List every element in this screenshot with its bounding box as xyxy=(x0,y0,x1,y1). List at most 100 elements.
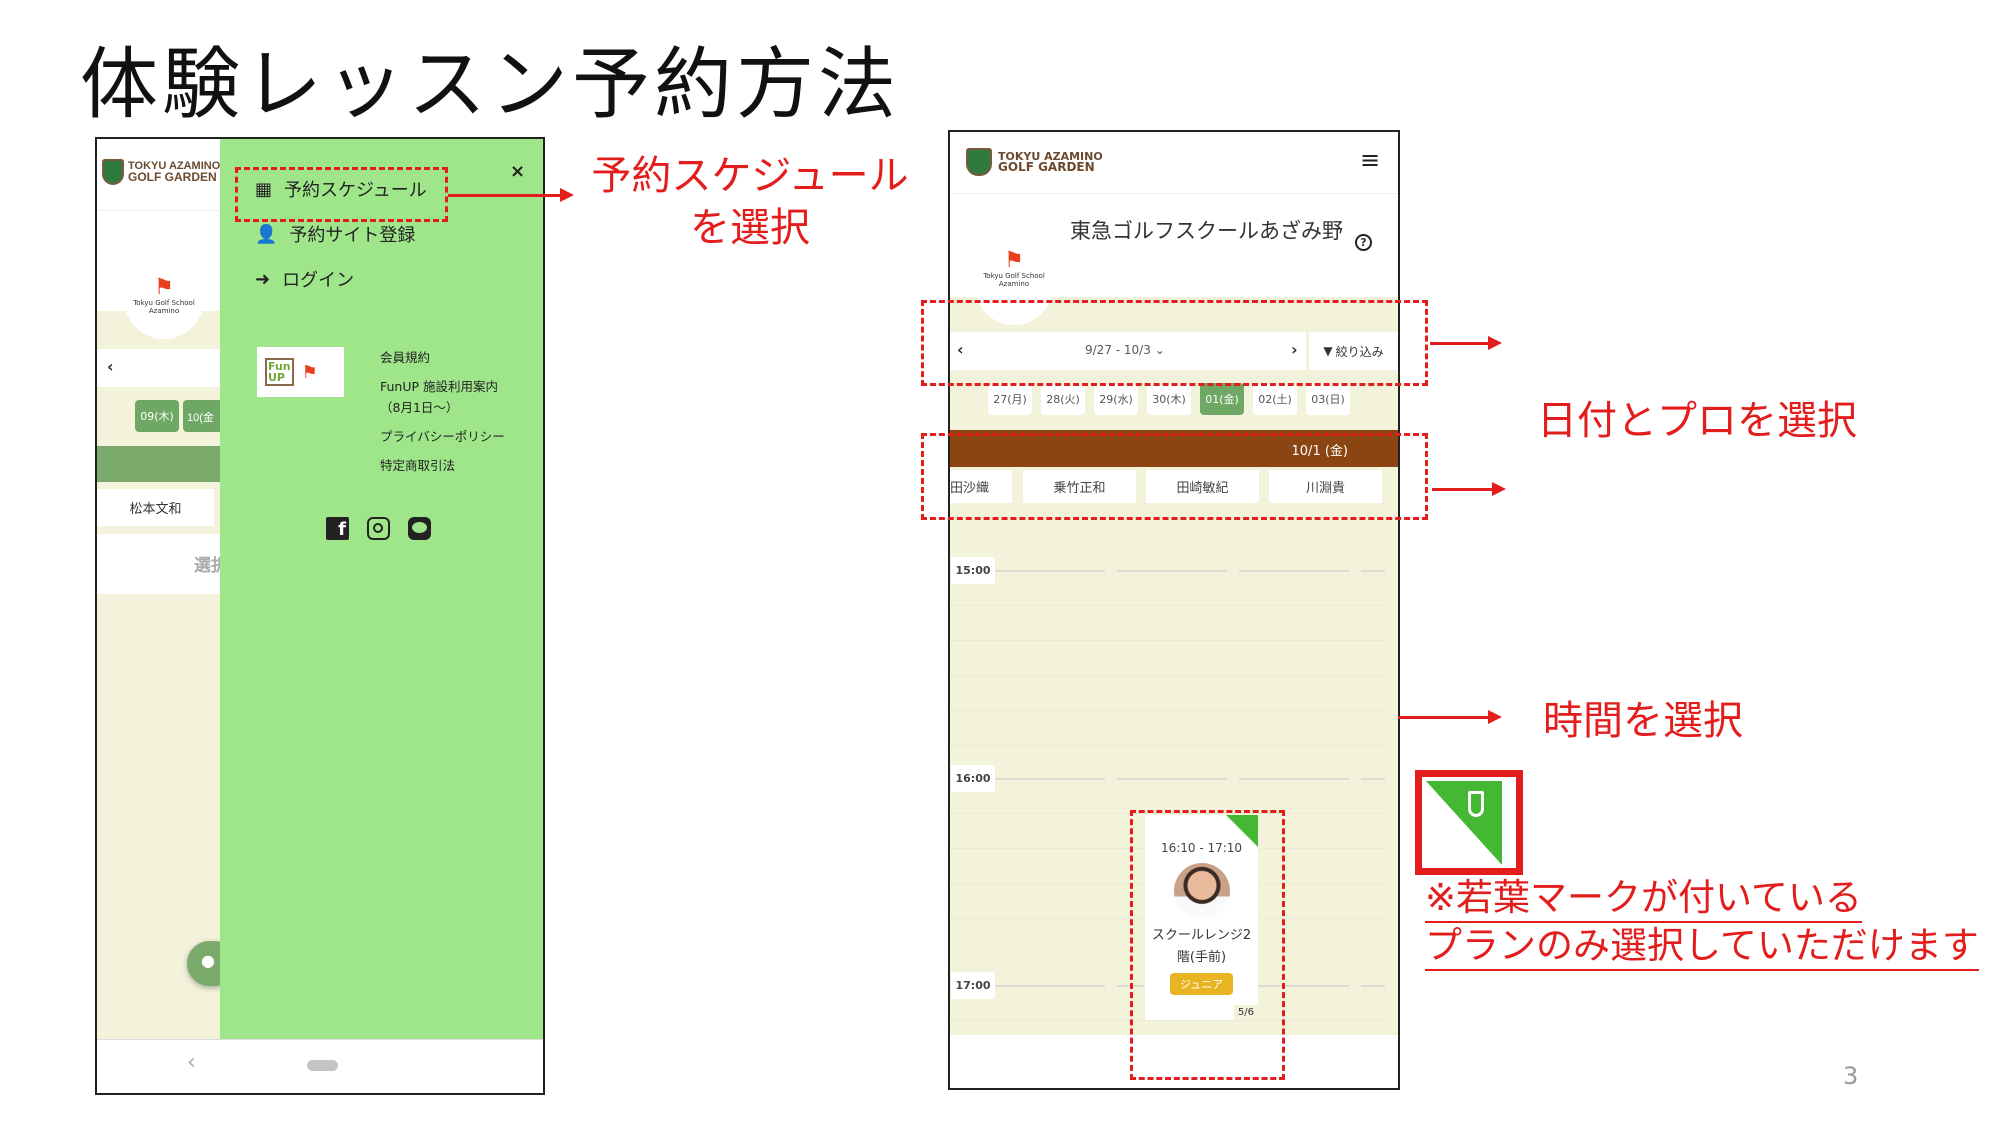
lesson-capacity: 5/6 xyxy=(1233,1005,1258,1020)
time-label: 16:00 xyxy=(951,765,995,792)
home-pill[interactable] xyxy=(307,1060,338,1071)
link-privacy[interactable]: プライバシーポリシー xyxy=(380,429,505,444)
day-chip-selected[interactable]: 01(金) xyxy=(1200,383,1244,415)
hour-line xyxy=(995,778,1385,780)
header xyxy=(950,132,1398,194)
day-chip[interactable]: 03(日) xyxy=(1306,383,1350,415)
day-chip[interactable]: 27(月) xyxy=(988,383,1032,415)
day-chip[interactable]: 09(木) xyxy=(135,400,179,432)
funup-line1: Fun xyxy=(268,360,291,373)
link-commerce-law[interactable]: 特定商取引法 xyxy=(380,458,456,473)
annotation-menu: 予約スケジュール を選択 xyxy=(585,150,915,254)
pro-cell[interactable]: 田崎敏紀 xyxy=(1146,470,1259,503)
prev-week-button[interactable]: ‹ xyxy=(97,349,227,387)
grid-line xyxy=(951,640,1385,641)
calendar-icon: ▦ xyxy=(255,178,273,200)
leaf-shape xyxy=(1468,791,1484,817)
slide-title: 体験レッスン予約方法 xyxy=(80,40,901,130)
hour-line xyxy=(995,570,1385,572)
funup-line2: UP xyxy=(268,371,285,384)
week-navigator xyxy=(950,332,1306,370)
grid-line xyxy=(951,1020,1385,1021)
lesson-place-line2: 階(手前) xyxy=(1176,950,1227,965)
back-button[interactable]: ‹ xyxy=(187,1050,196,1075)
menu-item-login[interactable]: ➜ ログイン xyxy=(255,266,354,292)
flag-icon: ⚑ xyxy=(154,275,174,300)
user-plus-icon: ● xyxy=(201,951,215,970)
link-facility-date[interactable]: （8月1日～） xyxy=(380,400,459,415)
day-chip[interactable]: 10(金 xyxy=(183,400,220,432)
pro-cell[interactable]: 乗竹正和 xyxy=(1023,470,1136,503)
week-range-dropdown[interactable]: 9/27 - 10/3 ⌄ xyxy=(1085,343,1165,357)
menu-item-label: 予約サイト登録 xyxy=(289,225,416,246)
annotation-menu-line2: を選択 xyxy=(690,205,810,251)
date-bar xyxy=(97,446,227,482)
time-label: 17:00 xyxy=(951,972,995,999)
lesson-tag: ジュニア xyxy=(1169,973,1234,995)
next-week-button[interactable]: › xyxy=(1291,340,1298,359)
week-range: 9/27 - 10/3 xyxy=(1085,343,1151,357)
social-links: f xyxy=(326,517,431,540)
school-logo-line2: Azamino xyxy=(998,280,1030,288)
date-header: 10/1 (金) xyxy=(950,430,1398,467)
page-number: 3 xyxy=(1843,1062,1859,1090)
day-chip[interactable]: 29(水) xyxy=(1094,383,1138,415)
lesson-time: 16:10 - 17:10 xyxy=(1160,841,1243,855)
annotation-note-line1: ※若葉マークが付いている xyxy=(1425,875,1862,923)
flag-icon: ⚑ xyxy=(1004,248,1024,273)
arrow-icon xyxy=(1398,710,1502,724)
beginner-leaf-icon xyxy=(1426,781,1502,865)
help-icon[interactable]: ? xyxy=(1355,234,1372,251)
brand-line2: GOLF GARDEN xyxy=(998,160,1095,174)
school-logo: ⚑ Tokyu Golf School Azamino xyxy=(124,249,204,339)
hamburger-menu-icon[interactable]: ≡ xyxy=(1360,146,1381,174)
android-nav-bar: ‹ xyxy=(97,1039,543,1093)
sign-in-icon: ➜ xyxy=(255,268,271,290)
day-chip[interactable]: 30(木) xyxy=(1147,383,1191,415)
link-facility[interactable]: FunUP 施設利用案内 xyxy=(380,379,499,394)
filter-icon: ▼ xyxy=(1323,344,1333,358)
school-logo-line2: Azamino xyxy=(148,307,180,315)
crest-icon xyxy=(966,148,992,176)
highlight-pro-selector xyxy=(921,433,1428,520)
instructor-avatar xyxy=(1173,863,1230,919)
day-chip[interactable]: 02(土) xyxy=(1253,383,1297,415)
school-logo-line1: Tokyu Golf School xyxy=(983,272,1045,280)
user-plus-icon: 👤 xyxy=(255,223,278,245)
filter-button[interactable]: ▼絞り込み xyxy=(1309,332,1398,370)
flag-icon: ⚑ xyxy=(301,361,318,383)
facebook-icon[interactable]: f xyxy=(326,517,349,540)
arrow-icon xyxy=(448,188,574,202)
line-icon[interactable] xyxy=(408,517,431,540)
grid-line xyxy=(951,605,1385,606)
school-logo-line1: Tokyu Golf School xyxy=(133,299,195,307)
menu-item-schedule[interactable]: ▦予約スケジュール xyxy=(255,176,427,202)
annotation-time: 時間を選択 xyxy=(1543,698,1743,744)
menu-item-label: ログイン xyxy=(282,270,355,291)
highlight-schedule-menu xyxy=(235,167,448,222)
day-chip[interactable]: 28(火) xyxy=(1041,383,1085,415)
pro-name-cell[interactable]: 松本文和 xyxy=(97,489,214,526)
grid-line xyxy=(951,675,1385,676)
pro-cell[interactable]: 川淵貴 xyxy=(1269,470,1382,503)
crest-icon xyxy=(102,159,124,185)
menu-item-register[interactable]: 👤 予約サイト登録 xyxy=(255,221,415,247)
instagram-icon[interactable] xyxy=(367,517,390,540)
grid-line xyxy=(951,813,1385,814)
beginner-leaf-icon xyxy=(1226,815,1258,847)
select-prompt: 選択 xyxy=(97,534,227,594)
school-logo: ⚑ Tokyu Golf School Azamino xyxy=(975,240,1053,325)
annotation-note-line2: プランのみ選択していただけます xyxy=(1425,923,1979,971)
link-terms[interactable]: 会員規約 xyxy=(380,350,431,365)
highlight-lesson-card xyxy=(1130,810,1285,1080)
close-menu-button[interactable]: × xyxy=(510,161,526,182)
arrow-icon xyxy=(1432,482,1506,496)
lesson-card[interactable]: 16:10 - 17:10 スクールレンジ2 階(手前) ジュニア 5/6 xyxy=(1145,815,1258,1020)
brand-line1: TOKYU AZAMINO xyxy=(998,150,1103,163)
grid-line xyxy=(951,710,1385,711)
pro-cell[interactable]: 田沙織 xyxy=(950,470,1012,503)
school-name: 東急ゴルフスクールあざみ野 xyxy=(1070,219,1343,243)
prev-week-button[interactable]: ‹ xyxy=(957,340,964,359)
